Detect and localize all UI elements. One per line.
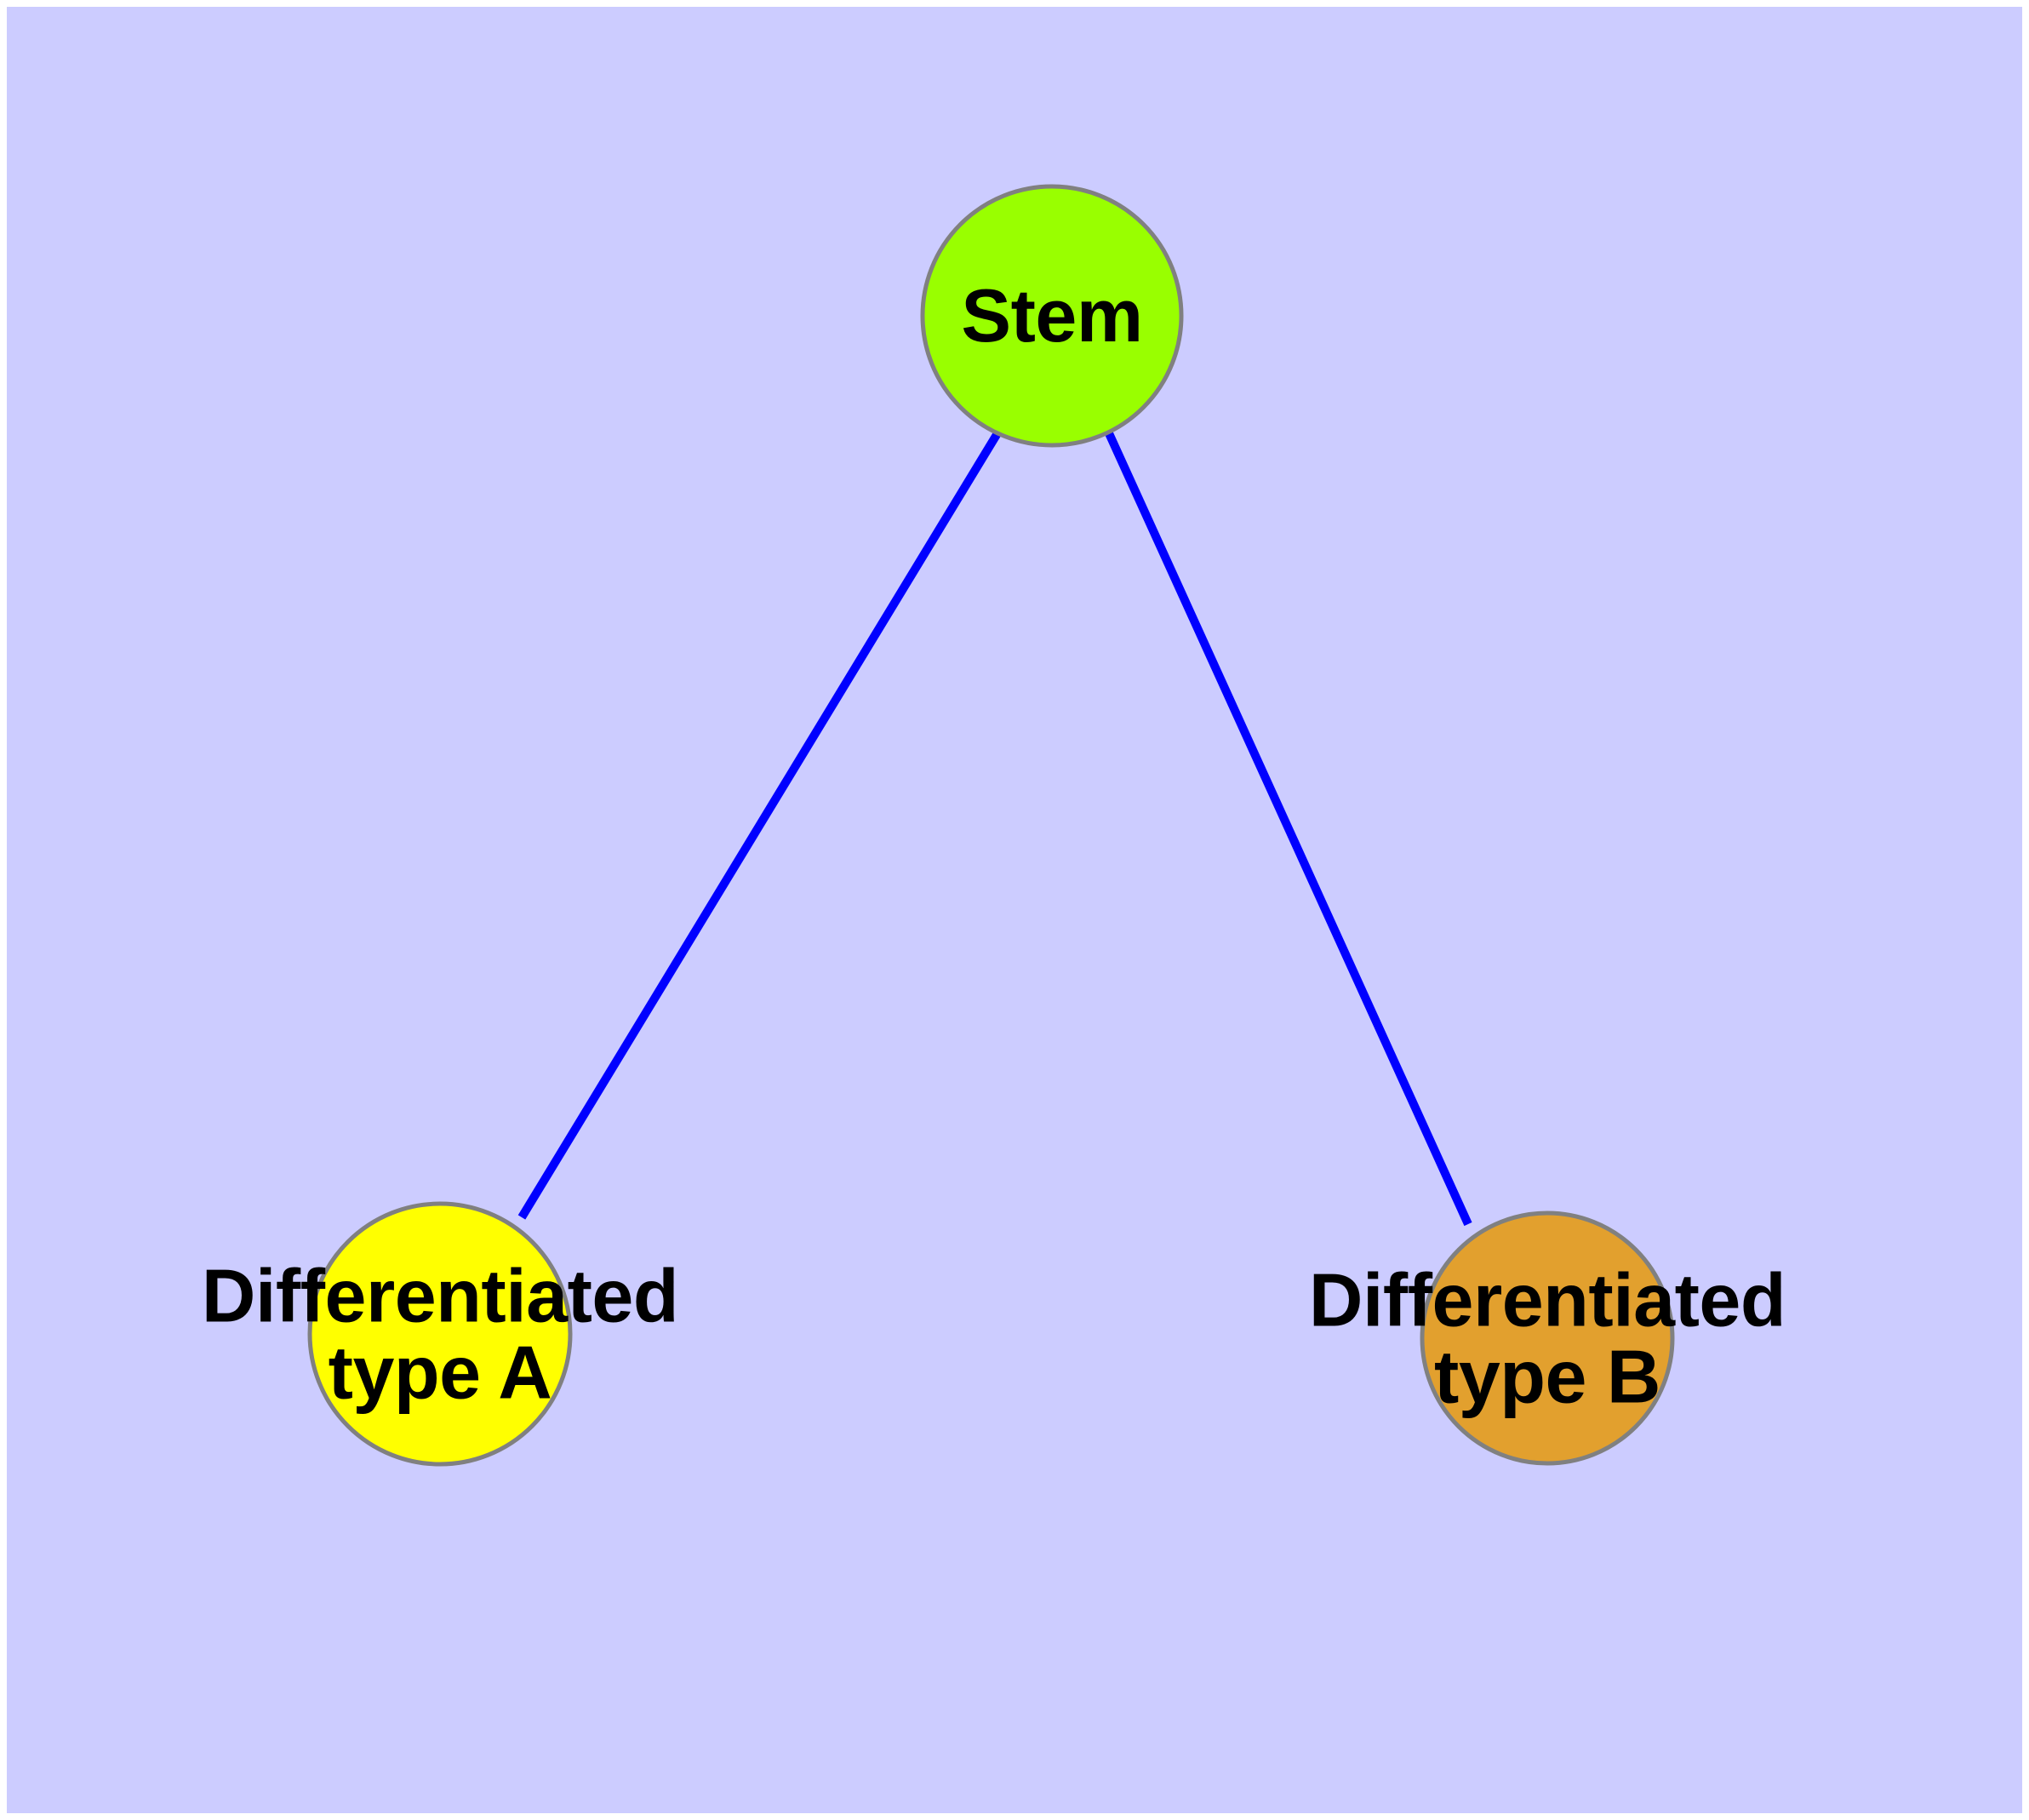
graph-svg [307,184,1675,1467]
edge-stem-to-differentiated-type-b[interactable] [1105,431,1472,1227]
node-layer [307,184,1675,1467]
edge-layer [517,431,1472,1227]
node-stem[interactable] [920,184,1184,448]
node-differentiated-type-a[interactable] [307,1201,573,1467]
edge-stem-to-differentiated-type-a[interactable] [517,431,1002,1220]
node-differentiated-type-b[interactable] [1420,1210,1675,1466]
